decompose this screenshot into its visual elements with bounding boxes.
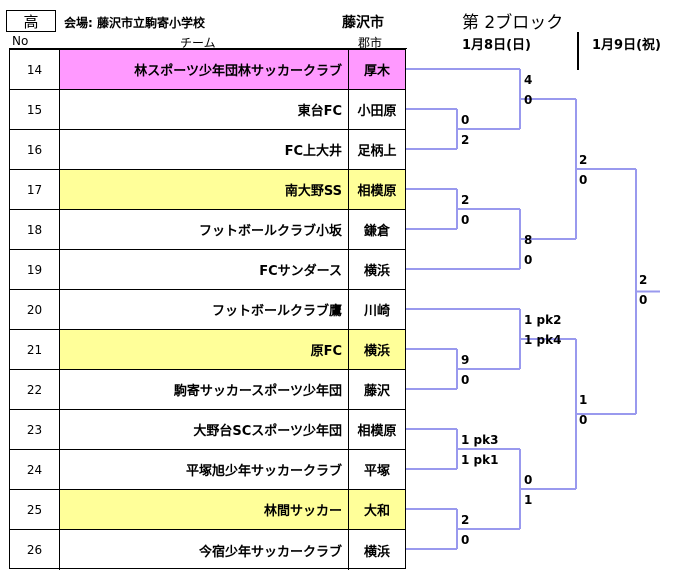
team-city: 足柄上 xyxy=(357,144,397,159)
score-label: 1 pk1 xyxy=(461,453,499,467)
team-number: 16 xyxy=(10,130,60,169)
team-name: 原FC xyxy=(60,330,349,369)
score-label: 0 xyxy=(639,293,648,307)
score-label: 0 xyxy=(524,253,533,267)
team-city: 鎌倉 xyxy=(363,224,390,239)
score-label: 1 pk3 xyxy=(461,433,499,447)
score-label: 2 xyxy=(579,153,588,167)
team-name: 平塚旭少年サッカークラブ xyxy=(60,450,349,489)
team-city: 大和 xyxy=(349,490,405,529)
team-city: 相模原 xyxy=(357,424,397,439)
score-label: 9 xyxy=(461,353,470,367)
team-name: 駒寄サッカースポーツ少年団 xyxy=(60,370,349,409)
team-number: 18 xyxy=(10,210,60,249)
team-number: 22 xyxy=(10,370,60,409)
score-label: 2 xyxy=(639,273,648,287)
score-label: 1 xyxy=(524,493,533,507)
team-number: 17 xyxy=(10,170,60,209)
score-label: 0 xyxy=(579,413,588,427)
team-number: 15 xyxy=(10,90,60,129)
col-header-city: 郡市 xyxy=(358,36,383,50)
score-label: 1 pk2 xyxy=(524,313,562,327)
date-day1: 1月8日(日) xyxy=(462,38,531,53)
team-name: フットボールクラブ鷹 xyxy=(60,290,349,329)
team-city: 平塚 xyxy=(363,464,390,479)
team-number: 19 xyxy=(10,250,60,289)
score-label: 2 xyxy=(461,513,470,527)
team-name: 林間サッカー xyxy=(60,490,349,529)
block-title: 第 2ブロック xyxy=(462,13,564,33)
header-rule xyxy=(9,48,407,49)
score-label: 0 xyxy=(524,473,533,487)
team-city: 横浜 xyxy=(349,330,405,369)
col-header-no: No xyxy=(12,34,29,48)
team-number: 25 xyxy=(10,490,60,529)
score-label: 1 pk4 xyxy=(524,333,562,347)
team-number: 23 xyxy=(10,410,60,449)
team-name: 大野台SCスポーツ少年団 xyxy=(60,410,349,449)
score-label: 8 xyxy=(524,233,533,247)
score-label: 4 xyxy=(524,73,533,87)
team-name: 南大野SS xyxy=(60,170,349,209)
category-box: 高 xyxy=(6,10,56,32)
team-city: 小田原 xyxy=(357,104,397,119)
team-number: 20 xyxy=(10,290,60,329)
score-label: 0 xyxy=(524,93,533,107)
team-name: フットボールクラブ小坂 xyxy=(60,210,349,249)
col-header-team: チーム xyxy=(180,36,216,50)
host-city: 藤沢市 xyxy=(342,15,384,31)
venue-label: 会場: 藤沢市立駒寄小学校 xyxy=(64,16,205,30)
team-city: 相模原 xyxy=(349,170,405,209)
date-divider xyxy=(577,32,579,70)
team-name: FC上大井 xyxy=(60,130,349,169)
team-name: FCサンダース xyxy=(60,250,349,289)
date-day2: 1月9日(祝) xyxy=(592,38,661,53)
team-name: 今宿少年サッカークラブ xyxy=(60,530,349,570)
team-city: 横浜 xyxy=(363,544,390,560)
team-number: 14 xyxy=(10,50,60,89)
team-name: 東台FC xyxy=(60,90,349,129)
team-city: 横浜 xyxy=(363,264,390,279)
team-number: 21 xyxy=(10,330,60,369)
team-city: 川崎 xyxy=(363,304,390,319)
score-label: 0 xyxy=(579,173,588,187)
score-label: 0 xyxy=(461,533,470,547)
score-label: 0 xyxy=(461,113,470,127)
team-name: 林スポーツ少年団林サッカークラブ xyxy=(60,50,349,89)
score-label: 2 xyxy=(461,133,470,147)
team-city: 藤沢 xyxy=(363,384,390,399)
score-label: 0 xyxy=(461,373,470,387)
team-number: 26 xyxy=(10,530,60,570)
team-number: 24 xyxy=(10,450,60,489)
score-label: 2 xyxy=(461,193,470,207)
team-city: 厚木 xyxy=(349,50,405,89)
score-label: 1 xyxy=(579,393,588,407)
score-label: 0 xyxy=(461,213,470,227)
